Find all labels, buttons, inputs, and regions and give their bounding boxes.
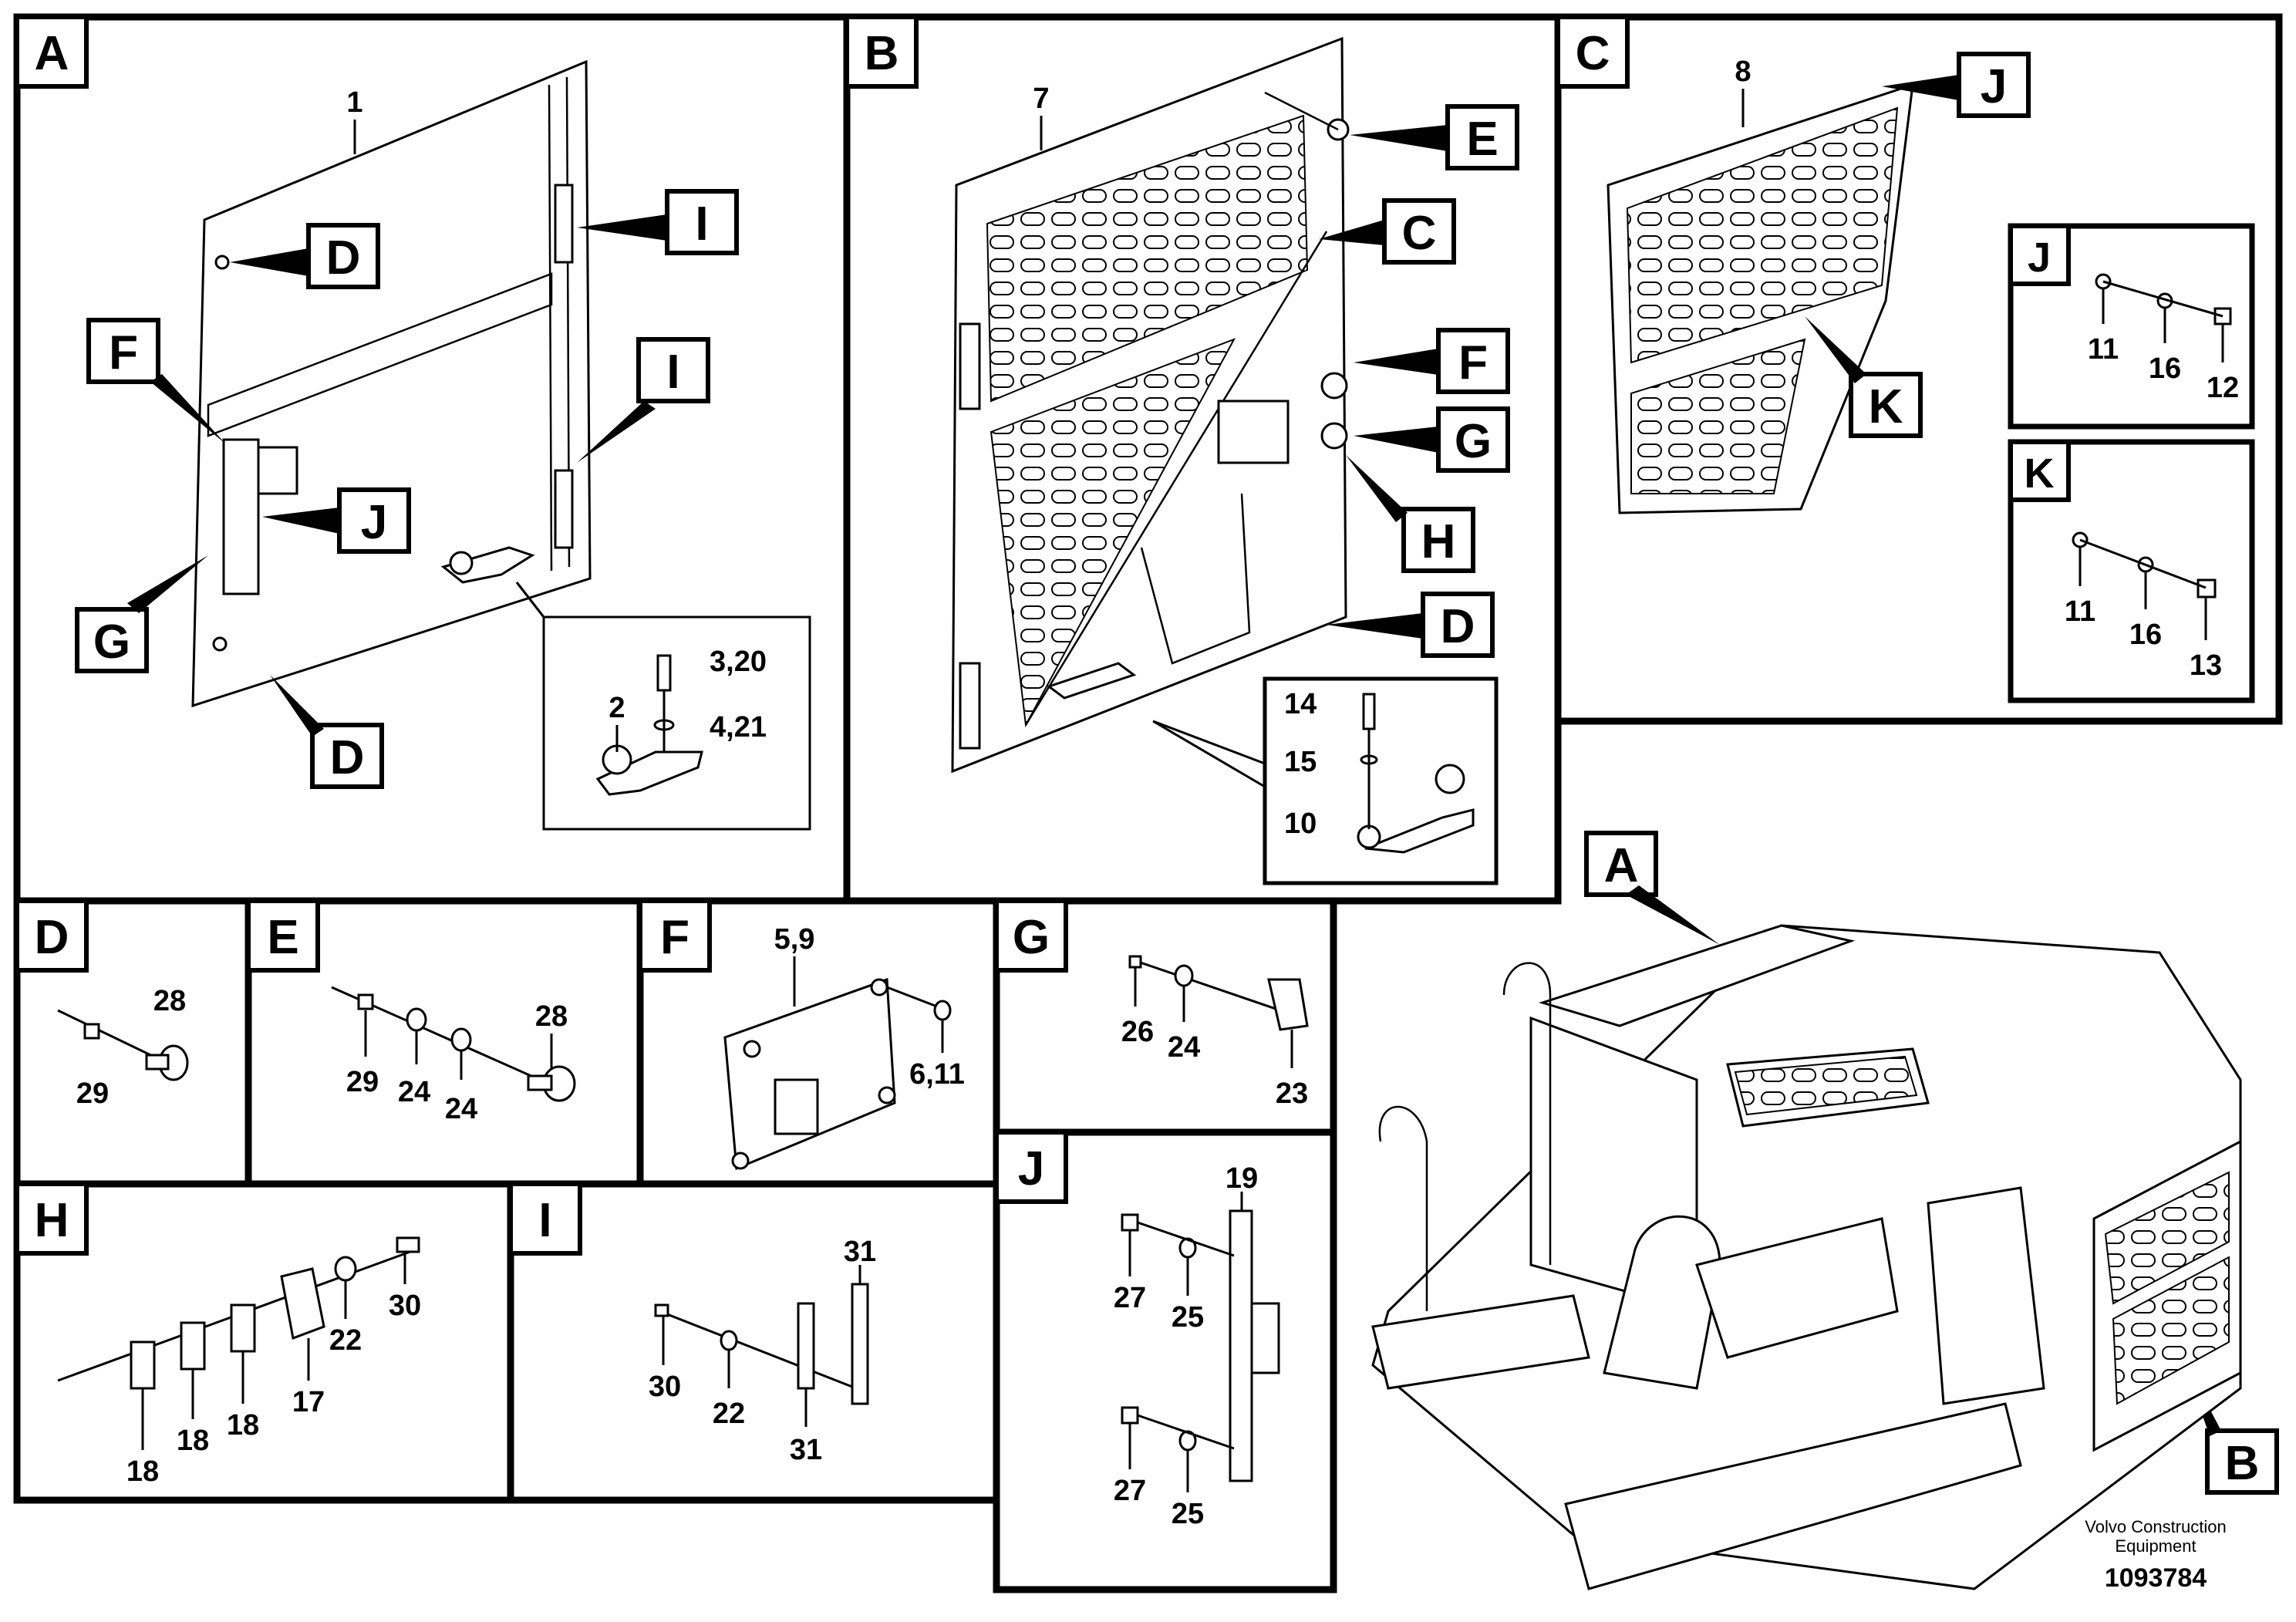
callout-h: H: [1421, 515, 1456, 568]
panel-i-tag: I: [538, 1194, 551, 1247]
panel-h-tag: H: [35, 1194, 69, 1247]
callout-i-top: I: [695, 197, 708, 251]
callout-j: J: [361, 496, 387, 549]
f-6-11: 6,11: [909, 1058, 965, 1091]
callout-j-c: J: [1981, 60, 2007, 113]
j-27b: 27: [1114, 1475, 1146, 1507]
panel-d-tag: D: [35, 911, 69, 964]
sub-k-13: 13: [2190, 649, 2222, 682]
panel-c-grille: [1607, 83, 1914, 514]
panel-f-tag: F: [660, 911, 689, 964]
panel-h: [13, 1180, 514, 1504]
panel-a-detail: [515, 582, 811, 831]
panel-c: C 8 J K J 11 16 12: [1554, 13, 2283, 725]
overview-tag-a: A: [1604, 839, 1639, 892]
detail-15: 15: [1284, 746, 1317, 778]
callout-g-b: G: [1455, 415, 1492, 468]
h-18b: 18: [177, 1425, 209, 1457]
callout-f-b: F: [1458, 336, 1488, 389]
part-number-8: 8: [1735, 56, 1751, 88]
panel-a-tag: A: [35, 27, 69, 80]
sub-j-12: 12: [2207, 372, 2239, 404]
g-24: 24: [1168, 1031, 1200, 1064]
panel-c-tag: C: [1576, 27, 1610, 80]
company-line-1: Volvo Construction: [2085, 1517, 2226, 1536]
callout-d-bottom: D: [330, 731, 365, 784]
d-29: 29: [76, 1077, 109, 1110]
callout-d-b: D: [1441, 600, 1475, 653]
j-25a: 25: [1172, 1301, 1204, 1334]
callout-d-top: D: [326, 231, 361, 285]
f-5-9: 5,9: [774, 923, 815, 956]
h-22: 22: [329, 1324, 362, 1357]
panel-e: [244, 897, 644, 1188]
sub-panel-k: [2008, 439, 2255, 703]
g-23: 23: [1276, 1077, 1308, 1110]
panel-b-tag: B: [865, 27, 899, 80]
panel-a: A 1 D I F I J: [13, 13, 851, 905]
i-31a: 31: [790, 1434, 822, 1466]
callout-c: C: [1402, 207, 1437, 260]
callout-e: E: [1466, 113, 1498, 166]
h-18a: 18: [126, 1455, 159, 1488]
i-31b: 31: [844, 1236, 876, 1268]
callout-k-c: K: [1869, 380, 1903, 433]
detail-2: 2: [609, 692, 625, 724]
sub-j-16: 16: [2149, 352, 2181, 385]
document-number: 1093784: [2105, 1563, 2207, 1593]
sub-panel-j-tag: J: [2028, 234, 2051, 281]
panel-f: [636, 897, 1000, 1188]
part-number-7: 7: [1033, 83, 1049, 115]
panel-b: B 7 E C F G H: [843, 13, 1562, 905]
detail-3-20: 3,20: [710, 646, 767, 678]
d-28: 28: [153, 985, 186, 1017]
panel-b-door: [951, 36, 1350, 774]
h-17: 17: [292, 1386, 325, 1418]
detail-14: 14: [1284, 688, 1317, 720]
sub-j-11: 11: [2088, 333, 2119, 366]
e-29: 29: [346, 1066, 379, 1098]
part-number-1: 1: [346, 86, 362, 119]
panel-g-tag: G: [1013, 911, 1050, 964]
j-19: 19: [1226, 1162, 1258, 1195]
sub-k-11: 11: [2065, 595, 2095, 628]
detail-10: 10: [1284, 808, 1317, 840]
e-28: 28: [535, 1000, 568, 1033]
h-18c: 18: [227, 1409, 259, 1442]
e-24b: 24: [445, 1093, 477, 1125]
callout-i-mid: I: [666, 346, 679, 399]
detail-4-21: 4,21: [710, 711, 767, 744]
panel-j: [993, 1128, 1337, 1593]
panel-b-detail: [1152, 676, 1499, 885]
panel-i: [507, 1180, 1000, 1504]
g-26: 26: [1121, 1016, 1154, 1048]
h-30: 30: [389, 1290, 421, 1322]
i-22: 22: [713, 1398, 745, 1430]
panel-e-tag: E: [267, 911, 298, 964]
j-25b: 25: [1172, 1498, 1204, 1530]
overview-machine: [1371, 831, 2279, 1590]
panel-j-tag: J: [1018, 1142, 1044, 1195]
callout-f: F: [109, 326, 138, 379]
i-30: 30: [649, 1371, 681, 1403]
sub-panel-k-tag: K: [2025, 450, 2055, 497]
sub-k-16: 16: [2129, 619, 2162, 651]
e-24a: 24: [398, 1076, 430, 1108]
panel-a-door: [191, 59, 592, 708]
sub-panel-j: [2008, 223, 2255, 430]
overview-tag-b: B: [2225, 1437, 2260, 1490]
j-27a: 27: [1114, 1282, 1146, 1314]
company-line-2: Equipment: [2115, 1536, 2196, 1556]
callout-g: G: [93, 615, 130, 669]
